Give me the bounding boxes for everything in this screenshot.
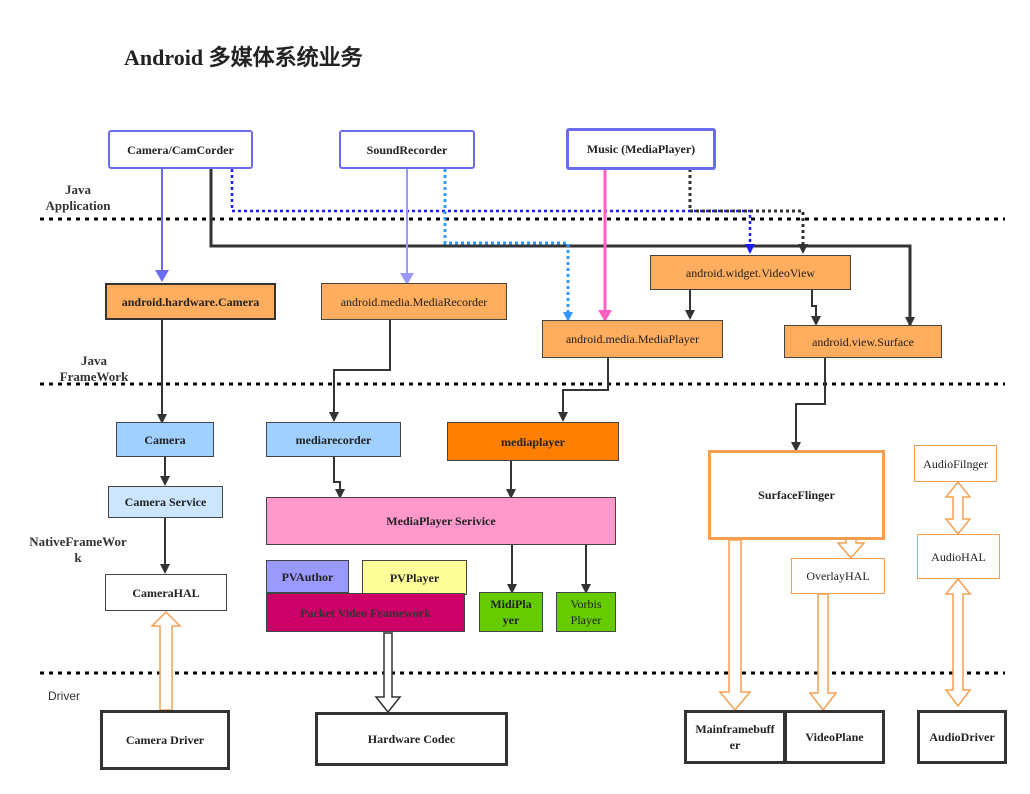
node-audio-hal[interactable]: AudioHAL bbox=[917, 534, 1000, 579]
arrow-mediarecorder-to-service bbox=[333, 457, 345, 499]
node-midi-player[interactable]: MidiPlayer bbox=[479, 592, 543, 632]
node-pv-author[interactable]: PVAuthor bbox=[266, 560, 349, 593]
page-title: Android 多媒体系统业务 bbox=[124, 45, 363, 70]
node-video-view[interactable]: android.widget.VideoView bbox=[650, 255, 851, 290]
layer-label-java-framework-text: Java FrameWork bbox=[59, 353, 129, 384]
arrow-mediaplayer-to-native bbox=[558, 358, 609, 422]
dotted-camcorder-to-videoview bbox=[230, 169, 755, 254]
node-hardware-camera[interactable]: android.hardware.Camera bbox=[105, 283, 276, 320]
hollow-arrow-hal-driver bbox=[944, 577, 972, 708]
node-camera-hal[interactable]: CameraHAL bbox=[105, 574, 227, 611]
node-camera-service[interactable]: Camera Service bbox=[108, 486, 223, 518]
layer-label-native-framework: NativeFrameWor k bbox=[22, 534, 134, 566]
hollow-arrow-overlay-to-videoplane bbox=[808, 593, 838, 712]
node-hardware-codec[interactable]: Hardware Codec bbox=[315, 712, 508, 766]
arrow-videoview-to-surface bbox=[811, 290, 821, 326]
layer-label-java-framework: Java FrameWork bbox=[52, 353, 136, 385]
hollow-arrow-driver-to-camerahal bbox=[150, 610, 182, 711]
hollow-orange-arrows bbox=[150, 451, 972, 712]
layer-label-java-application: Java Application bbox=[36, 182, 120, 214]
node-view-surface[interactable]: android.view.Surface bbox=[784, 325, 942, 358]
arrow-surface-to-surfaceflinger bbox=[791, 358, 826, 452]
node-mediaplayer-native[interactable]: mediaplayer bbox=[447, 422, 619, 461]
node-media-recorder[interactable]: android.media.MediaRecorder bbox=[321, 283, 507, 320]
dotted-soundrecorder-to-mediaplayer bbox=[443, 169, 573, 322]
hollow-arrow-surfaceflinger-to-framebuffer bbox=[718, 539, 752, 712]
node-audio-flinger[interactable]: AudioFilnger bbox=[914, 445, 997, 482]
layer-label-native-framework-text: NativeFrameWor k bbox=[29, 534, 127, 565]
dotted-music-to-videoview bbox=[688, 169, 808, 254]
node-camera-driver[interactable]: Camera Driver bbox=[100, 710, 230, 770]
layer-separators bbox=[40, 217, 1005, 675]
node-surface-flinger[interactable]: SurfaceFlinger bbox=[708, 450, 885, 540]
node-pv-framework[interactable]: Packet Video Framework bbox=[266, 593, 465, 632]
node-camera[interactable]: Camera bbox=[116, 422, 214, 457]
line-camcorder-to-surface bbox=[209, 169, 915, 327]
node-mediaplayer-service[interactable]: MediaPlayer Serivice bbox=[266, 497, 616, 545]
node-soundrecorder[interactable]: SoundRecorder bbox=[339, 130, 475, 169]
node-vorbis-player[interactable]: Vorbis Player bbox=[556, 592, 616, 632]
node-mainframebuffer[interactable]: Mainframebuffer bbox=[684, 710, 786, 764]
node-media-player[interactable]: android.media.MediaPlayer bbox=[542, 320, 723, 358]
node-pv-player[interactable]: PVPlayer bbox=[362, 560, 467, 595]
node-music[interactable]: Music (MediaPlayer) bbox=[566, 128, 716, 170]
node-audio-driver[interactable]: AudioDriver bbox=[917, 710, 1007, 764]
layer-label-driver: Driver bbox=[48, 689, 80, 703]
node-video-plane[interactable]: VideoPlane bbox=[784, 710, 885, 764]
arrow-mediarecorder-to-native bbox=[329, 320, 391, 422]
hollow-arrow-flinger-hal bbox=[944, 480, 972, 536]
hollow-arrow-pv-to-codec bbox=[374, 632, 402, 714]
node-camcorder[interactable]: Camera/CamCorder bbox=[108, 130, 253, 169]
node-overlay-hal[interactable]: OverlayHAL bbox=[791, 558, 885, 594]
layer-label-java-application-text: Java Application bbox=[45, 182, 111, 213]
node-mediarecorder-native[interactable]: mediarecorder bbox=[266, 422, 401, 457]
